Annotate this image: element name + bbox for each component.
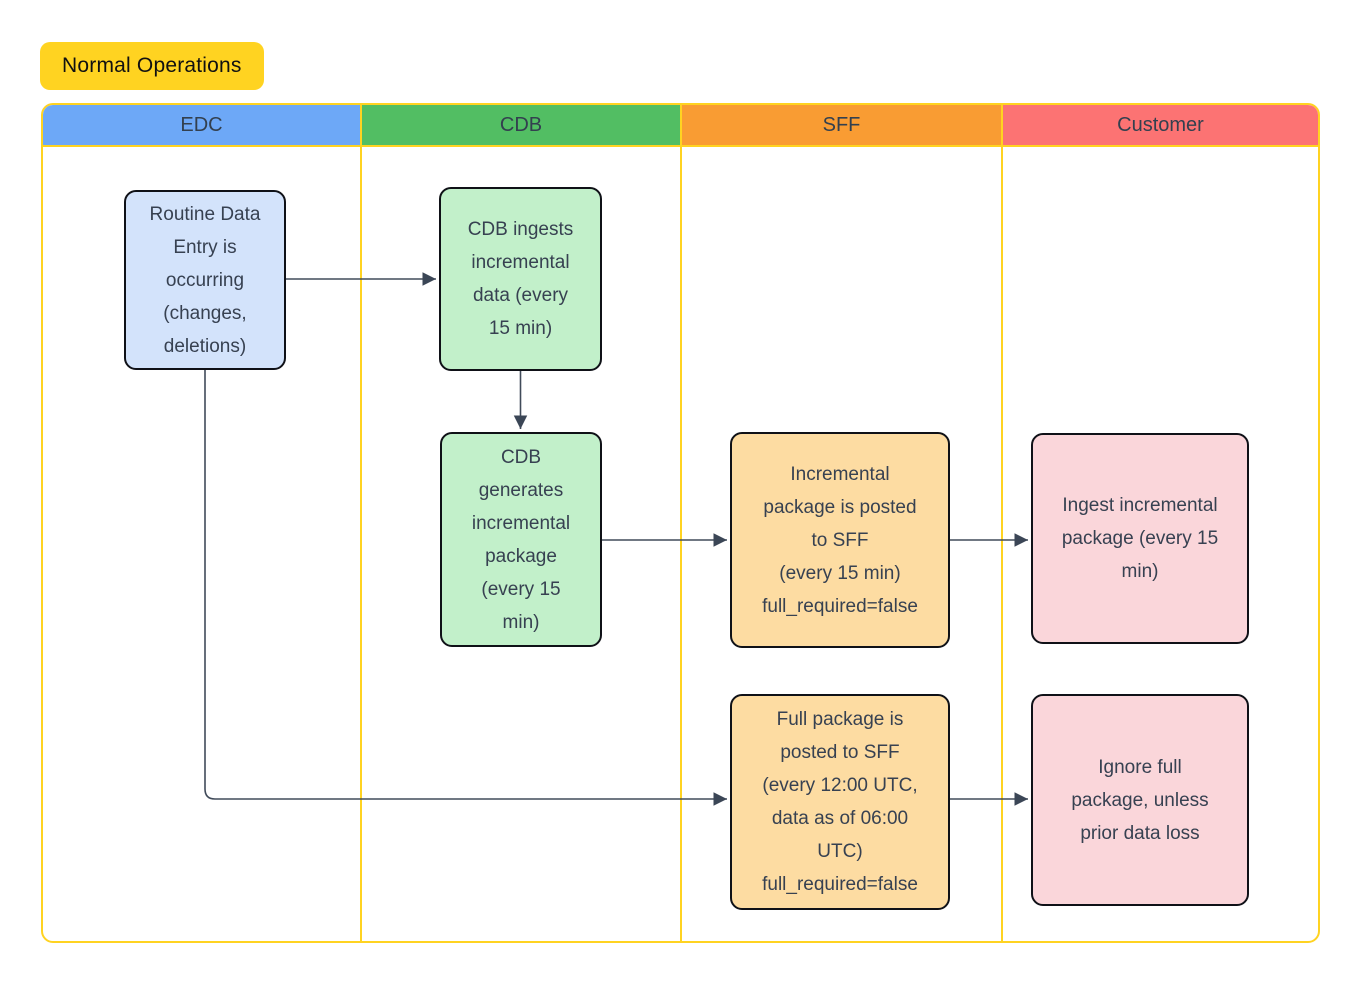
title-badge: Normal Operations	[40, 42, 264, 90]
node-ingest-incremental-package: Ingest incremental package (every 15 min…	[1031, 433, 1249, 644]
title-text: Normal Operations	[62, 54, 242, 77]
lane-sff: SFF	[682, 105, 1003, 941]
lane-header-customer: Customer	[1003, 105, 1318, 147]
lane-header-sff: SFF	[682, 105, 1001, 147]
node-ignore-full-package: Ignore full package, unless prior data l…	[1031, 694, 1249, 906]
node-incremental-package-posted: Incremental package is posted to SFF (ev…	[730, 432, 950, 648]
lane-header-cdb: CDB	[362, 105, 680, 147]
node-full-package-posted: Full package is posted to SFF (every 12:…	[730, 694, 950, 910]
node-cdb-generates-package: CDB generates incremental package (every…	[440, 432, 602, 647]
node-routine-data-entry: Routine Data Entry is occurring (changes…	[124, 190, 286, 370]
lane-customer: Customer	[1003, 105, 1318, 941]
node-cdb-ingests-incremental: CDB ingests incremental data (every 15 m…	[439, 187, 602, 371]
lane-header-edc: EDC	[43, 105, 360, 147]
